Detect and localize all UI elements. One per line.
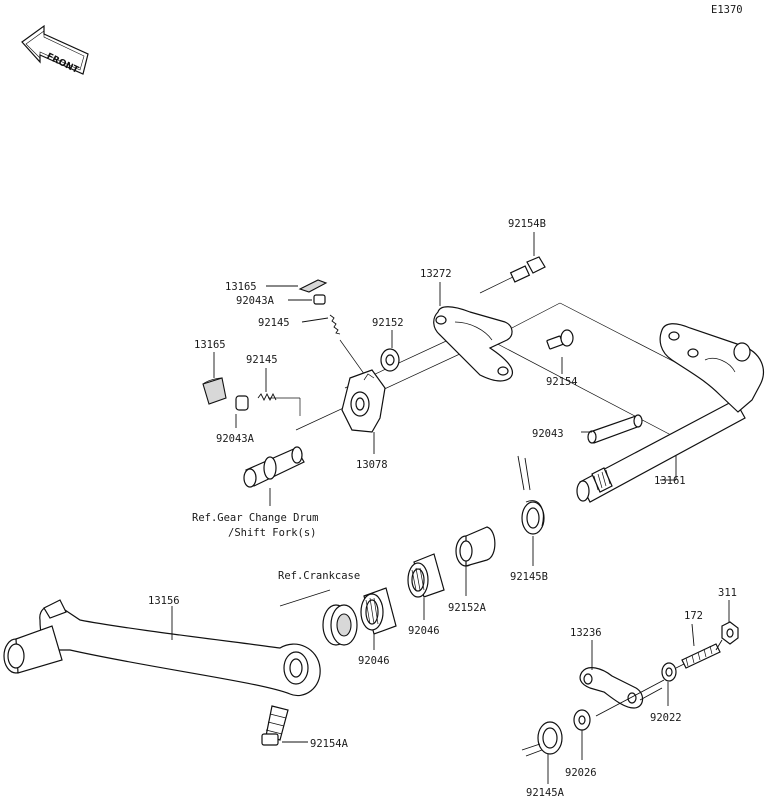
part-92154-bolt bbox=[546, 329, 574, 350]
ref-crankcase: Ref.Crankcase bbox=[278, 570, 360, 582]
front-arrow-icon: FRONT bbox=[21, 24, 89, 76]
label-92152: 92152 bbox=[372, 317, 404, 329]
part-92152a-bushing bbox=[455, 526, 496, 567]
label-92043a-left: 92043A bbox=[216, 433, 255, 445]
leader-lines bbox=[171, 232, 730, 784]
label-92154b: 92154B bbox=[508, 218, 546, 230]
label-92046-upper: 92046 bbox=[408, 625, 440, 637]
part-92152-washer bbox=[380, 348, 400, 372]
part-13236-link bbox=[579, 667, 644, 709]
part-13165-pin-left bbox=[202, 377, 227, 405]
label-92145b: 92145B bbox=[510, 571, 548, 583]
part-92043a-pin-left bbox=[235, 395, 249, 411]
label-92046-lower: 92046 bbox=[358, 655, 390, 667]
label-92022: 92022 bbox=[650, 712, 682, 724]
part-92154a-bolt bbox=[261, 705, 289, 746]
label-92145-top: 92145 bbox=[258, 317, 290, 329]
part-172-stud bbox=[681, 643, 721, 669]
part-13156-shift-pedal bbox=[3, 599, 321, 697]
label-92145-left: 92145 bbox=[246, 354, 278, 366]
label-13165-top: 13165 bbox=[225, 281, 257, 293]
part-13161-shift-shaft bbox=[576, 323, 764, 503]
part-92145b-return-spring bbox=[517, 455, 545, 535]
label-311: 311 bbox=[718, 587, 737, 599]
part-gear-change-drum-shaft bbox=[243, 446, 305, 488]
label-92152a: 92152A bbox=[448, 602, 487, 614]
part-92154b-bolt bbox=[509, 256, 546, 283]
label-92026: 92026 bbox=[565, 767, 597, 779]
label-13156: 13156 bbox=[148, 595, 180, 607]
label-92043: 92043 bbox=[532, 428, 564, 440]
part-13272-guide-plate bbox=[433, 306, 513, 382]
label-172: 172 bbox=[684, 610, 703, 622]
part-311-nut bbox=[721, 621, 739, 645]
label-92043a-top: 92043A bbox=[236, 295, 275, 307]
part-92046-bearing-upper bbox=[407, 553, 445, 598]
part-13078-positioner bbox=[341, 369, 386, 433]
ref-shift-forks: /Shift Fork(s) bbox=[228, 527, 317, 539]
label-13272: 13272 bbox=[420, 268, 452, 280]
part-oil-seal-crankcase bbox=[322, 604, 358, 646]
diagram-code: E1370 bbox=[711, 4, 743, 16]
ref-gear-change-drum: Ref.Gear Change Drum bbox=[192, 512, 318, 524]
label-13078: 13078 bbox=[356, 459, 388, 471]
label-92154a: 92154A bbox=[310, 738, 349, 750]
part-92043a-pin-top bbox=[313, 294, 326, 305]
part-92043-pin bbox=[587, 414, 643, 444]
part-92026-washer bbox=[573, 709, 591, 731]
label-92154: 92154 bbox=[546, 376, 578, 388]
label-13165-left: 13165 bbox=[194, 339, 226, 351]
part-13165-pin-top bbox=[298, 279, 328, 293]
part-92145-spring-left bbox=[257, 392, 277, 402]
part-92145a-spring bbox=[521, 721, 563, 757]
label-92145a: 92145A bbox=[526, 787, 565, 799]
part-92145-spring-top bbox=[329, 314, 341, 335]
part-92022-washer bbox=[661, 662, 677, 682]
part-92046-bearing-lower bbox=[360, 587, 397, 635]
label-13161: 13161 bbox=[654, 475, 686, 487]
label-13236: 13236 bbox=[570, 627, 602, 639]
